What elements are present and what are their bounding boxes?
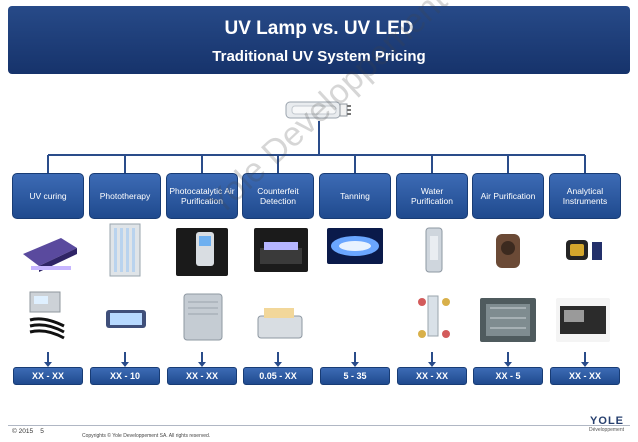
uv-lamp-image	[285, 101, 351, 119]
price-uv-curing: XX - XX	[13, 367, 83, 385]
price-air-purification: XX - 5	[473, 367, 543, 385]
water-filter-image	[412, 292, 456, 346]
yole-logo: YOLE Développement	[566, 415, 626, 437]
air-purifier-image	[488, 228, 528, 272]
title-banner: UV Lamp vs. UV LED Traditional UV System…	[8, 6, 630, 74]
price-water-purification: XX - XX	[397, 367, 467, 385]
category-counterfeit-detection: Counterfeit Detection	[242, 173, 314, 219]
footer-divider	[8, 425, 630, 426]
tanning-bed-image	[327, 228, 383, 264]
price-tanning: 5 - 35	[320, 367, 390, 385]
footer-copyright: Copyrights © Yole Developpement SA. All …	[82, 433, 211, 439]
category-phototherapy: Phototherapy	[89, 173, 161, 219]
category-analytical-instruments: Analytical Instruments	[549, 173, 621, 219]
price-analytical-instruments: XX - XX	[550, 367, 620, 385]
hvac-uv-system-image	[480, 298, 536, 342]
logo-subtitle: Développement	[588, 427, 624, 433]
footer-page: © 2015 5	[12, 428, 44, 435]
price-photocatalytic-air-purification: XX - XX	[167, 367, 237, 385]
category-uv-curing: UV curing	[12, 173, 84, 219]
category-air-purification: Air Purification	[472, 173, 544, 219]
uv-curing-controller-image	[24, 290, 72, 342]
logo-name: YOLE	[590, 415, 624, 427]
slide-title: UV Lamp vs. UV LED	[224, 18, 414, 39]
phototherapy-cabinet-image	[100, 220, 150, 280]
counterfeit-detector-image	[254, 228, 308, 272]
air-purification-unit-image	[176, 290, 230, 344]
price-counterfeit-detection: 0.05 - XX	[243, 367, 313, 385]
category-tanning: Tanning	[319, 173, 391, 219]
lab-analyzer-image	[556, 298, 610, 342]
analytical-instrument-image	[560, 232, 608, 268]
uv-curing-lamp-image	[17, 224, 81, 276]
page-number: 5	[40, 428, 44, 435]
phototherapy-device-image	[98, 300, 154, 338]
category-water-purification: Water Purification	[396, 173, 468, 219]
slide-subtitle: Traditional UV System Pricing	[212, 48, 426, 65]
price-phototherapy: XX - 10	[90, 367, 160, 385]
money-counter-image	[252, 302, 308, 344]
water-purifier-image	[414, 224, 454, 276]
photocatalytic-purifier-image	[176, 228, 228, 276]
category-photocatalytic-air-purification: Photocatalytic Air Purification	[166, 173, 238, 219]
footer-year: © 2015	[12, 428, 34, 435]
